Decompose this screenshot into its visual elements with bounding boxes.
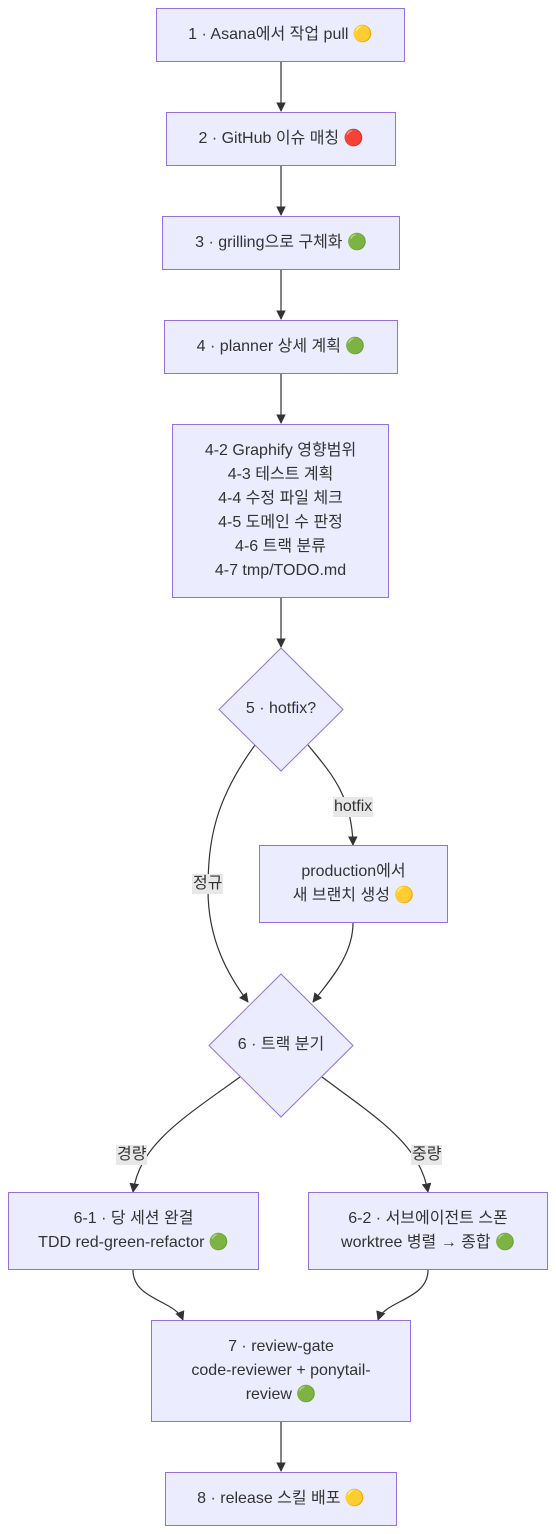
step-6-1-single-session: 6-1 · 당 세션 완결 TDD red-green-refactor 🟢: [8, 1192, 259, 1270]
node-text-line: 4-2 Graphify 영향범위: [204, 442, 357, 459]
node-text-line: 4-4 수정 파일 체크: [218, 490, 343, 507]
node-text-line: review 🟢: [245, 1386, 317, 1403]
node-text-line: 4-5 도메인 수 판정: [218, 514, 343, 531]
step-8-release: 8 · release 스킬 배포 🟡: [165, 1472, 397, 1526]
step-1-asana-pull: 1 · Asana에서 작업 pull 🟡: [156, 8, 405, 62]
step-2-github-issue-match: 2 · GitHub 이슈 매칭 🔴: [166, 112, 396, 166]
decision-hotfix-diamond: [218, 647, 344, 772]
step-6-2-subagent-spawn: 6-2 · 서브에이전트 스폰 worktree 병렬 → 종합 🟢: [308, 1192, 548, 1270]
node-text-line: worktree 병렬 → 종합 🟢: [341, 1234, 515, 1251]
edge-prod-6: [312, 922, 354, 1003]
decision-track-label: 6 · 트랙 분기: [209, 1033, 353, 1057]
node-text-line: 4-3 테스트 계획: [227, 466, 334, 483]
node-text-line: 1 · Asana에서 작업 pull 🟡: [188, 26, 373, 43]
node-text-line: 6-2 · 서브에이전트 스폰: [348, 1210, 508, 1227]
edge-6-62: [321, 1076, 432, 1193]
node-text-line: 7 · review-gate: [228, 1338, 334, 1355]
node-text-line: production에서: [301, 863, 406, 880]
edge-label-hotfix: hotfix: [333, 797, 374, 817]
node-text-line: 5 · hotfix?: [245, 700, 317, 717]
node-text-line: TDD red-green-refactor 🟢: [38, 1234, 229, 1251]
node-text-line: 4-7 tmp/TODO.md: [214, 562, 347, 579]
node-text-line: code-reviewer + ponytail-: [191, 1362, 371, 1379]
decision-track-diamond: [208, 973, 354, 1118]
edge-label-heavy: 중량: [411, 1145, 443, 1165]
node-text-line: 새 브랜치 생성 🟡: [292, 887, 415, 904]
node-text-line: 6 · 트랙 분기: [237, 1036, 325, 1053]
node-text-line: 4 · planner 상세 계획 🟢: [196, 338, 366, 355]
decision-hotfix-label: 5 · hotfix?: [219, 697, 343, 721]
step-4-substeps: 4-2 Graphify 영향범위 4-3 테스트 계획 4-4 수정 파일 체크 4…: [172, 424, 389, 598]
step-3-grilling: 3 · grilling으로 구체화 🟢: [162, 216, 400, 270]
node-text-line: 4-6 트랙 분류: [235, 538, 326, 555]
node-text-line: 2 · GitHub 이슈 매칭 🔴: [198, 130, 364, 147]
step-7-review-gate: 7 · review-gate code-reviewer + ponytail-…: [151, 1320, 411, 1422]
node-text-line: 6-1 · 당 세션 완결: [73, 1210, 194, 1227]
edge-label-light: 경량: [116, 1145, 148, 1165]
edge-label-regular: 정규: [192, 874, 224, 894]
edge-62-7: [376, 1269, 429, 1321]
edge-61-7: [132, 1269, 185, 1321]
node-text-line: 8 · release 스킬 배포 🟡: [197, 1490, 365, 1507]
edge-5-prod: [307, 744, 358, 846]
edge-6-61: [129, 1076, 241, 1193]
node-text-line: 3 · grilling으로 구체화 🟢: [195, 234, 367, 251]
step-4-planner: 4 · planner 상세 계획 🟢: [164, 320, 398, 374]
